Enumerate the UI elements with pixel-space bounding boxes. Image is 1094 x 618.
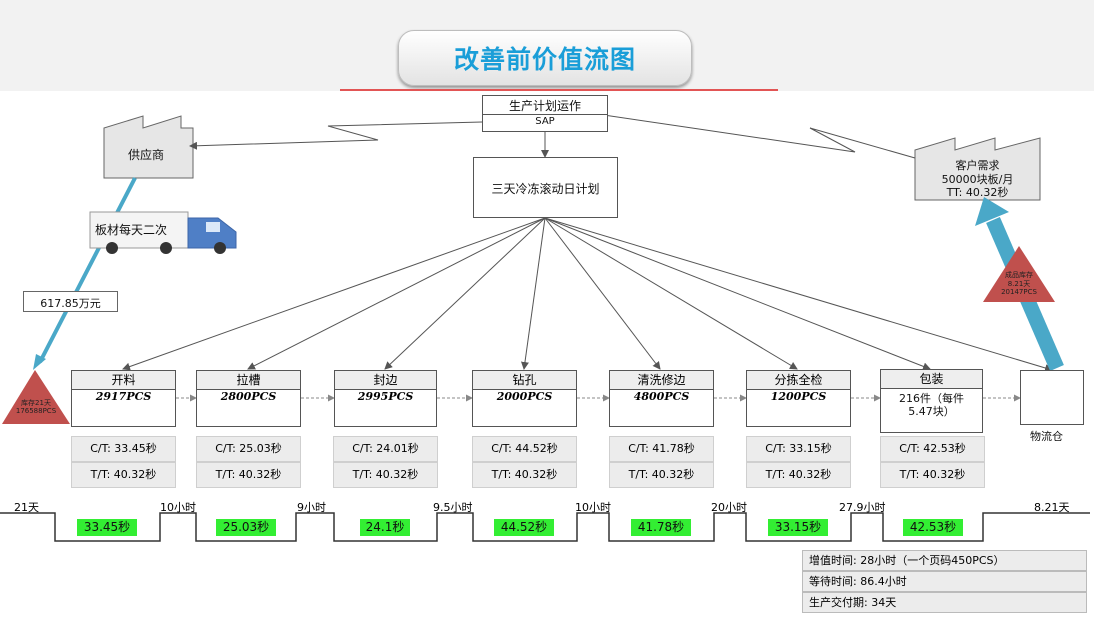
- process-box-3: 封边 2995PCS: [334, 370, 437, 427]
- customer-takt: TT: 40.32秒: [946, 186, 1009, 199]
- process-box-2: 拉槽 2800PCS: [196, 370, 301, 427]
- summary-waiting: 等待时间: 86.4小时: [802, 571, 1087, 592]
- wait-time-label: 9小时: [297, 501, 326, 514]
- schedule-arrow-7: [544, 217, 931, 371]
- raw-inventory-line1: 库存21天: [21, 399, 51, 407]
- ct-cell: C/T: 33.45秒: [71, 436, 176, 462]
- process-qty: 4800PCS: [633, 390, 690, 403]
- tt-cell: T/T: 40.32秒: [609, 462, 714, 488]
- warehouse-label: 物流仓: [1030, 430, 1063, 443]
- wait-time-label: 8.21天: [1034, 501, 1070, 514]
- ct-cell: C/T: 33.15秒: [746, 436, 851, 462]
- wait-time-label: 10小时: [575, 501, 611, 514]
- process-time-bar: 42.53秒: [903, 519, 963, 536]
- info-line-customer: [596, 111, 916, 159]
- process-time-bar: 44.52秒: [494, 519, 554, 536]
- customer-name: 客户需求: [955, 159, 1000, 172]
- process-name: 清洗修边: [610, 371, 713, 390]
- process-name: 开料: [72, 371, 175, 390]
- process-name: 钻孔: [473, 371, 576, 390]
- schedule-arrow-2: [247, 217, 546, 370]
- tt-cell: T/T: 40.32秒: [472, 462, 577, 488]
- process-box-5: 清洗修边 4800PCS: [609, 370, 714, 427]
- supplier-flow-arrowhead: [33, 354, 46, 370]
- schedule-arrows: [122, 217, 1053, 372]
- supplier-factory-shape: [103, 115, 194, 179]
- raw-value: 617.85万元: [40, 297, 101, 310]
- summary-value-added: 增值时间: 28小时（一个页码450PCS）: [802, 550, 1087, 571]
- fg-inventory-line3: 20147PCS: [1001, 288, 1037, 296]
- wait-time-label: 9.5小时: [433, 501, 473, 514]
- process-box-6: 分拣全检 1200PCS: [746, 370, 851, 427]
- process-qty-line2: 5.47块）: [908, 405, 955, 418]
- tt-cell: T/T: 40.32秒: [746, 462, 851, 488]
- page-title: 改善前价值流图: [453, 45, 636, 74]
- process-time-bar: 25.03秒: [216, 519, 276, 536]
- warehouse-box: [1020, 370, 1084, 425]
- raw-value-box: 617.85万元: [23, 291, 118, 312]
- truck-label: 板材每天二次: [95, 223, 168, 237]
- fg-inventory-line1: 成品库存: [1005, 271, 1033, 279]
- lead-time-ladder: [0, 512, 1090, 542]
- ct-cell: C/T: 42.53秒: [880, 436, 985, 462]
- tt-cell: T/T: 40.32秒: [196, 462, 301, 488]
- customer-demand: 50000块板/月: [941, 173, 1014, 186]
- process-qty: 2000PCS: [496, 390, 553, 403]
- process-qty: 2917PCS: [95, 390, 152, 403]
- process-time-bar: 33.15秒: [768, 519, 828, 536]
- ct-cell: C/T: 44.52秒: [472, 436, 577, 462]
- ct-cell: C/T: 24.01秒: [333, 436, 438, 462]
- schedule-label: 三天冷冻滚动日计划: [491, 182, 600, 196]
- tt-cell: T/T: 40.32秒: [333, 462, 438, 488]
- fg-inventory-triangle: [983, 246, 1055, 302]
- process-qty: 2800PCS: [220, 390, 277, 403]
- ct-cell: C/T: 41.78秒: [609, 436, 714, 462]
- process-name: 包装: [881, 370, 982, 389]
- wait-time-label: 10小时: [160, 501, 196, 514]
- process-name: 封边: [335, 371, 436, 390]
- process-box-4: 钻孔 2000PCS: [472, 370, 577, 427]
- process-time-bar: 41.78秒: [631, 519, 691, 536]
- process-qty-line1: 216件（每件: [899, 392, 964, 405]
- process-name: 分拣全检: [747, 371, 850, 390]
- tt-cell: T/T: 40.32秒: [880, 462, 985, 488]
- schedule-arrow-3: [384, 217, 546, 370]
- schedule-arrow-1: [122, 217, 546, 371]
- schedule-arrow-4: [521, 217, 546, 370]
- process-box-1: 开料 2917PCS: [71, 370, 176, 427]
- supplier-flow-arrow: [38, 177, 137, 363]
- wait-time-label: 21天: [14, 501, 39, 514]
- process-name: 拉槽: [197, 371, 300, 390]
- process-qty: 2995PCS: [357, 390, 414, 403]
- planning-box: 生产计划运作 SAP: [482, 95, 608, 132]
- tt-cell: T/T: 40.32秒: [71, 462, 176, 488]
- title-underline: [340, 89, 778, 91]
- customer-factory-shape: [914, 137, 1041, 201]
- process-box-7: 包装 216件（每件 5.47块）: [880, 369, 983, 433]
- info-line-supplier: [189, 121, 483, 150]
- planning-name: 生产计划运作: [508, 99, 581, 113]
- wait-time-label: 20小时: [711, 501, 747, 514]
- process-time-bar: 24.1秒: [360, 519, 410, 536]
- schedule-arrow-5: [544, 217, 661, 370]
- schedule-arrow-6: [544, 217, 798, 370]
- truck-icon: [89, 211, 237, 254]
- wait-time-label: 27.9小时: [839, 501, 886, 514]
- schedule-box: 三天冷冻滚动日计划: [473, 157, 618, 218]
- planning-system: SAP: [535, 116, 555, 127]
- raw-inventory-triangle: [2, 370, 70, 424]
- supplier-label: 供应商: [128, 148, 165, 162]
- fg-inventory-line2: 8.21天: [1007, 280, 1031, 288]
- process-qty: 1200PCS: [770, 390, 827, 403]
- title-box: 改善前价值流图: [398, 30, 692, 86]
- raw-inventory-line2: 176588PCS: [15, 407, 57, 415]
- shipment-flow-arrowhead: [975, 197, 1009, 226]
- summary-lead-time: 生产交付期: 34天: [802, 592, 1087, 613]
- schedule-arrow-8: [544, 217, 1053, 372]
- process-time-bar: 33.45秒: [77, 519, 137, 536]
- ct-cell: C/T: 25.03秒: [196, 436, 301, 462]
